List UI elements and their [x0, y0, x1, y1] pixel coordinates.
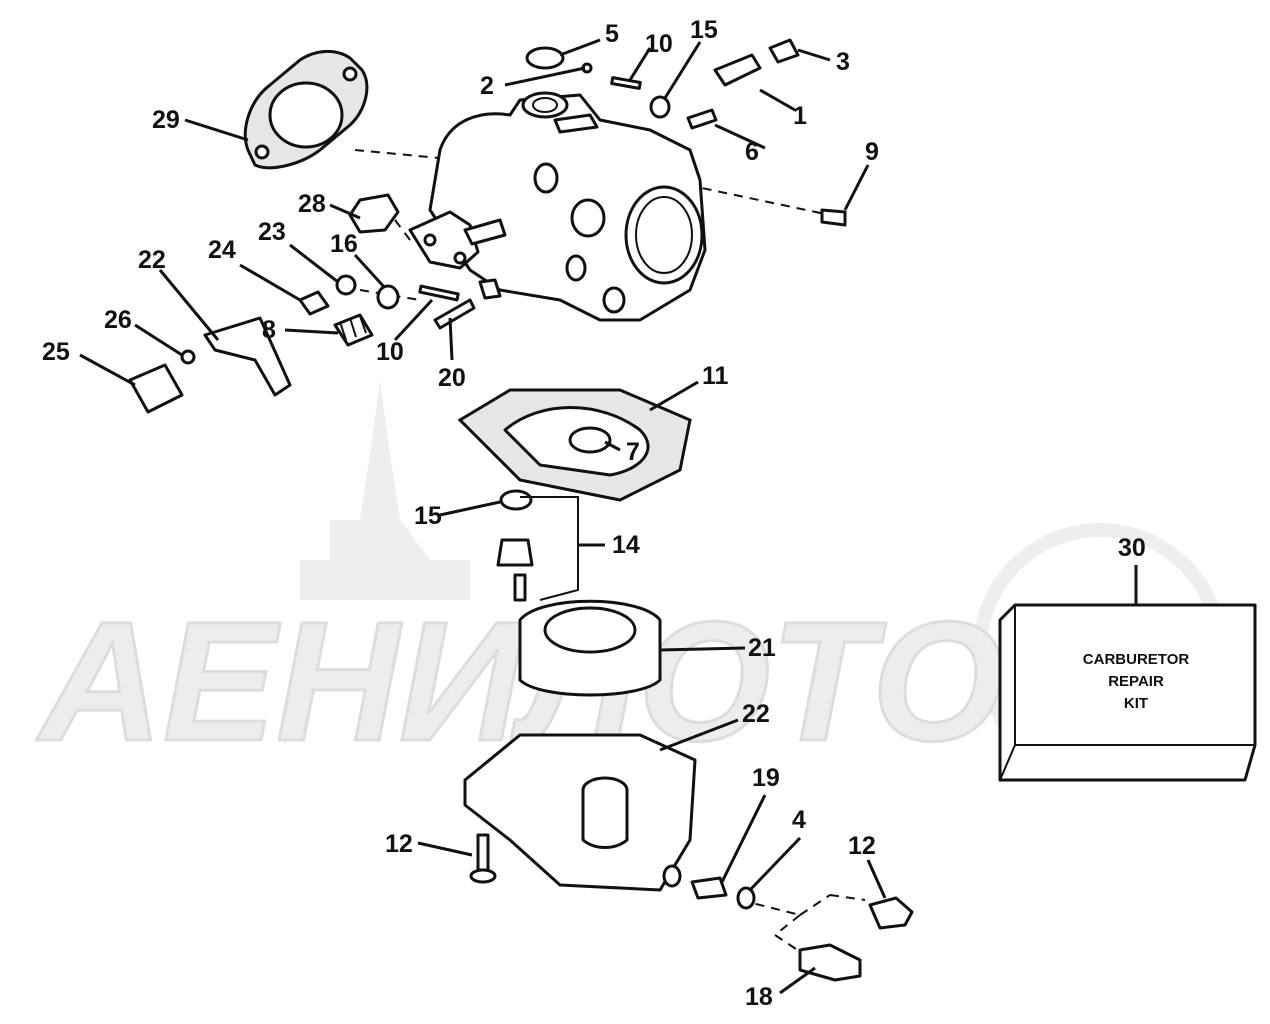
float-hole — [543, 606, 637, 654]
part-19-plug — [690, 876, 728, 900]
callout-6: 6 — [745, 138, 759, 166]
part-12-screw — [868, 896, 914, 930]
watermark-skyline — [236, 380, 470, 600]
part-20-screw — [433, 298, 476, 330]
bowl-drain-hole — [662, 864, 682, 888]
callout-4: 4 — [792, 806, 806, 834]
callout-15: 15 — [414, 502, 442, 530]
part-5-plug — [525, 46, 565, 70]
callout-10-top: 10 — [645, 30, 673, 58]
part-4-washer — [736, 886, 756, 910]
kit-label-line2: REPAIR — [1108, 673, 1164, 690]
callout-14: 14 — [612, 531, 640, 559]
callout-30: 30 — [1118, 534, 1146, 562]
carburetor-body — [408, 91, 707, 322]
callout-9: 9 — [865, 138, 879, 166]
part-9-screw — [820, 208, 847, 227]
callout-5: 5 — [605, 20, 619, 48]
part-16-washer — [376, 284, 400, 310]
kit-label-line1: CARBURETOR — [1083, 651, 1190, 668]
part-10-pin-top — [610, 76, 642, 90]
callout-12: 12 — [848, 832, 876, 860]
callout-10-left: 10 — [376, 338, 404, 366]
part-13-screw-head — [469, 868, 497, 884]
part-15-washer — [499, 489, 533, 511]
part-14-needle — [513, 573, 527, 602]
repair-kit-box: CARBURETOR REPAIR KIT — [998, 603, 1257, 782]
callout-1: 1 — [793, 102, 807, 130]
callout-20: 20 — [438, 364, 466, 392]
callout-21: 21 — [748, 634, 776, 662]
callout-2: 2 — [480, 72, 494, 100]
part-22-bowl — [463, 733, 697, 892]
bottom-fasteners — [469, 833, 914, 982]
part-18-fitting — [798, 943, 862, 982]
callout-27: 26 — [104, 306, 132, 334]
callout-17: 15 — [690, 16, 718, 44]
callout-16: 16 — [330, 230, 358, 258]
part-28-nut — [348, 193, 400, 234]
float-bowl — [463, 733, 697, 892]
part-23-lever — [203, 316, 292, 397]
callout-13: 12 — [385, 830, 413, 858]
callout-18: 18 — [745, 983, 773, 1011]
callout-labels: 5 2 10 15 3 1 6 9 29 28 23 24 16 22 26 2… — [42, 16, 1146, 1011]
part-6-screw — [686, 108, 718, 130]
callout-28: 28 — [298, 190, 326, 218]
callout-24: 23 — [258, 218, 286, 246]
callout-25: 24 — [208, 236, 236, 264]
part-10-pin — [418, 284, 460, 302]
callout-3: 3 — [836, 48, 850, 76]
bowl-post — [581, 790, 629, 849]
callout-22: 22 — [742, 700, 770, 728]
part-13-screw — [476, 833, 490, 872]
part-27-ring — [180, 349, 196, 365]
float-assembly — [496, 489, 662, 697]
callout-11: 11 — [702, 362, 729, 390]
part-17-washer — [649, 95, 671, 119]
bowl-gasket — [457, 388, 692, 502]
small-parts-top — [525, 38, 847, 227]
callout-7: 7 — [626, 438, 640, 466]
part-26-knob — [128, 363, 184, 414]
mounting-gasket — [243, 50, 369, 170]
leader-lines — [79, 38, 1138, 995]
part-25-screw — [298, 290, 330, 316]
part-3-screw — [768, 38, 800, 64]
part-7-seal — [568, 426, 612, 454]
linkage-parts — [128, 193, 476, 414]
part-14-valve-seat — [496, 538, 534, 567]
callout-19: 19 — [752, 764, 780, 792]
spring-coils — [339, 315, 367, 341]
callout-26: 25 — [42, 338, 70, 366]
part-24-washer — [335, 274, 357, 296]
part-1-clip — [713, 53, 762, 87]
callout-29: 29 — [152, 106, 180, 134]
kit-label-line3: KIT — [1124, 695, 1148, 712]
callout-8: 8 — [262, 316, 276, 344]
callout-23: 22 — [138, 246, 166, 274]
